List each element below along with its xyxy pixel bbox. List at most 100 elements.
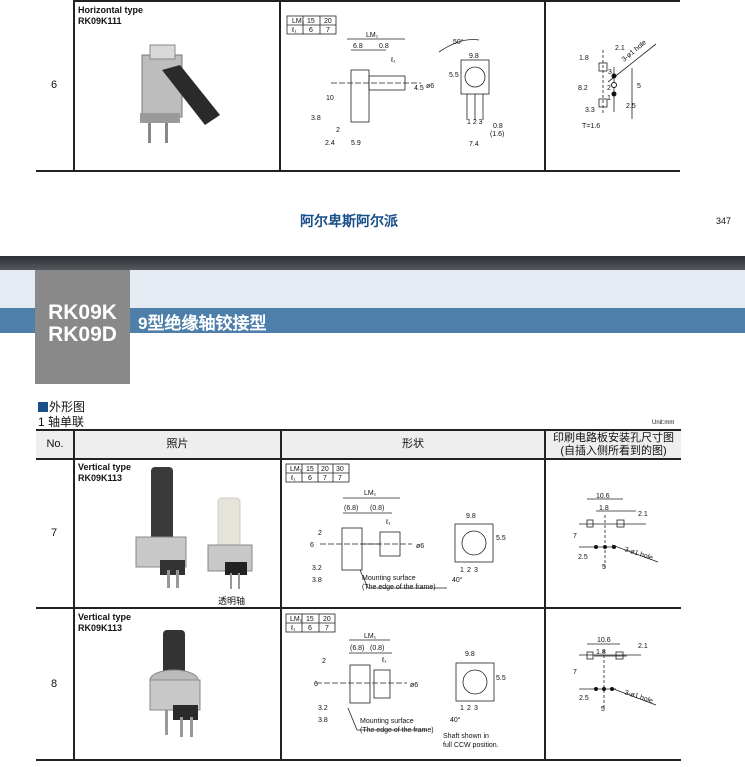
svg-text:1: 1 bbox=[460, 567, 464, 574]
svg-text:15: 15 bbox=[306, 466, 314, 473]
svg-text:2: 2 bbox=[607, 85, 611, 92]
row-divider bbox=[36, 170, 680, 172]
column-header-shape: 形状 bbox=[282, 431, 544, 458]
svg-text:LM₁: LM₁ bbox=[290, 616, 303, 623]
table-top-border bbox=[74, 0, 680, 2]
product-photo-vertical bbox=[135, 467, 253, 589]
svg-text:1 2 3: 1 2 3 bbox=[467, 119, 483, 126]
svg-text:ℓ₁: ℓ₁ bbox=[291, 27, 297, 34]
svg-text:6.8: 6.8 bbox=[353, 43, 363, 50]
svg-text:2: 2 bbox=[318, 530, 322, 537]
svg-text:LM₁: LM₁ bbox=[366, 32, 379, 39]
column-divider bbox=[544, 431, 546, 761]
svg-text:ℓ₁: ℓ₁ bbox=[385, 519, 391, 526]
svg-text:2.1: 2.1 bbox=[638, 643, 648, 650]
svg-text:3: 3 bbox=[608, 69, 612, 76]
svg-text:9.8: 9.8 bbox=[469, 53, 479, 60]
svg-text:ø6: ø6 bbox=[416, 543, 424, 550]
svg-text:Shaft shown in: Shaft shown in bbox=[443, 733, 489, 740]
svg-text:2.4: 2.4 bbox=[325, 140, 335, 147]
svg-text:LM₁: LM₁ bbox=[364, 490, 377, 497]
svg-text:3.8: 3.8 bbox=[312, 577, 322, 584]
svg-text:LM₁: LM₁ bbox=[364, 633, 377, 640]
svg-text:50°: 50° bbox=[453, 38, 464, 46]
svg-text:3.2: 3.2 bbox=[318, 705, 328, 712]
svg-text:2: 2 bbox=[322, 658, 326, 665]
section-heading: 外形图 bbox=[38, 398, 85, 415]
svg-text:7: 7 bbox=[323, 475, 327, 482]
svg-text:20: 20 bbox=[324, 18, 332, 25]
svg-text:2.5: 2.5 bbox=[578, 554, 588, 561]
svg-text:2.5: 2.5 bbox=[579, 695, 589, 702]
svg-text:20: 20 bbox=[323, 616, 331, 623]
svg-text:15: 15 bbox=[306, 616, 314, 623]
column-divider bbox=[73, 431, 75, 761]
svg-text:10: 10 bbox=[326, 95, 334, 102]
page-number: 347 bbox=[716, 216, 732, 226]
svg-text:T=1.6: T=1.6 bbox=[582, 123, 600, 130]
svg-text:0.8: 0.8 bbox=[493, 123, 503, 130]
svg-text:3.8: 3.8 bbox=[318, 717, 328, 724]
column-divider bbox=[73, 0, 75, 171]
row-number: 6 bbox=[51, 79, 58, 91]
svg-text:7: 7 bbox=[326, 27, 330, 34]
svg-text:15: 15 bbox=[307, 18, 315, 25]
svg-text:5: 5 bbox=[602, 564, 606, 571]
pcb-hole-drawing-row-8: 10.61.82.1 72.55 3-ø1 hole bbox=[573, 637, 657, 713]
svg-text:2.5: 2.5 bbox=[626, 103, 636, 110]
svg-text:40°: 40° bbox=[452, 576, 463, 584]
svg-text:7: 7 bbox=[338, 475, 342, 482]
unit-label: Unit:mm bbox=[652, 420, 675, 426]
svg-text:3-ø1 hole: 3-ø1 hole bbox=[623, 689, 653, 705]
svg-text:1: 1 bbox=[460, 705, 464, 712]
pcb-hole-drawing-row-7: 10.61.82.1 72.55 3-ø1 hole bbox=[573, 493, 659, 571]
svg-text:2: 2 bbox=[467, 567, 471, 574]
row-divider bbox=[36, 607, 681, 609]
svg-text:6: 6 bbox=[308, 625, 312, 632]
row-number: 7 bbox=[51, 527, 58, 539]
product-photo-vertical bbox=[149, 630, 201, 737]
svg-text:7.4: 7.4 bbox=[469, 141, 479, 148]
svg-text:3-ø1 hole: 3-ø1 hole bbox=[623, 546, 653, 562]
column-divider bbox=[280, 431, 282, 761]
svg-text:Mounting surface: Mounting surface bbox=[362, 575, 416, 582]
svg-text:0.8: 0.8 bbox=[379, 43, 389, 50]
table-bottom-border bbox=[36, 759, 681, 761]
svg-text:5.9: 5.9 bbox=[351, 140, 361, 147]
product-photo-horizontal bbox=[140, 44, 220, 143]
section-subheading: 1 轴单联 bbox=[38, 415, 85, 429]
svg-text:10.6: 10.6 bbox=[596, 493, 610, 500]
column-divider bbox=[544, 0, 546, 171]
svg-text:3: 3 bbox=[474, 705, 478, 712]
svg-text:8.2: 8.2 bbox=[578, 85, 588, 92]
svg-text:1.8: 1.8 bbox=[579, 55, 589, 62]
header-bottom-border bbox=[36, 458, 681, 460]
svg-text:(6.8): (6.8) bbox=[350, 645, 364, 652]
svg-text:7: 7 bbox=[573, 669, 577, 676]
svg-text:6: 6 bbox=[309, 27, 313, 34]
header-band-dark bbox=[0, 256, 745, 270]
svg-text:9.8: 9.8 bbox=[466, 513, 476, 520]
svg-text:ø6: ø6 bbox=[410, 682, 418, 689]
svg-text:(The edge of the frame): (The edge of the frame) bbox=[362, 584, 436, 591]
svg-text:2: 2 bbox=[467, 705, 471, 712]
svg-text:ℓ₁: ℓ₁ bbox=[381, 657, 387, 664]
table-top-border bbox=[36, 429, 681, 431]
svg-text:5.5: 5.5 bbox=[496, 535, 506, 542]
svg-text:(6.8): (6.8) bbox=[344, 505, 358, 512]
svg-text:3.2: 3.2 bbox=[312, 565, 322, 572]
svg-text:3.8: 3.8 bbox=[311, 115, 321, 122]
svg-text:5.5: 5.5 bbox=[496, 675, 506, 682]
svg-text:10.6: 10.6 bbox=[597, 637, 611, 644]
svg-text:Mounting surface: Mounting surface bbox=[360, 718, 414, 725]
brand-footer: 阿尔卑斯阿尔派 bbox=[300, 213, 398, 229]
column-header-no: No. bbox=[36, 431, 74, 458]
svg-text:9.8: 9.8 bbox=[465, 651, 475, 658]
svg-text:2.1: 2.1 bbox=[615, 45, 625, 52]
